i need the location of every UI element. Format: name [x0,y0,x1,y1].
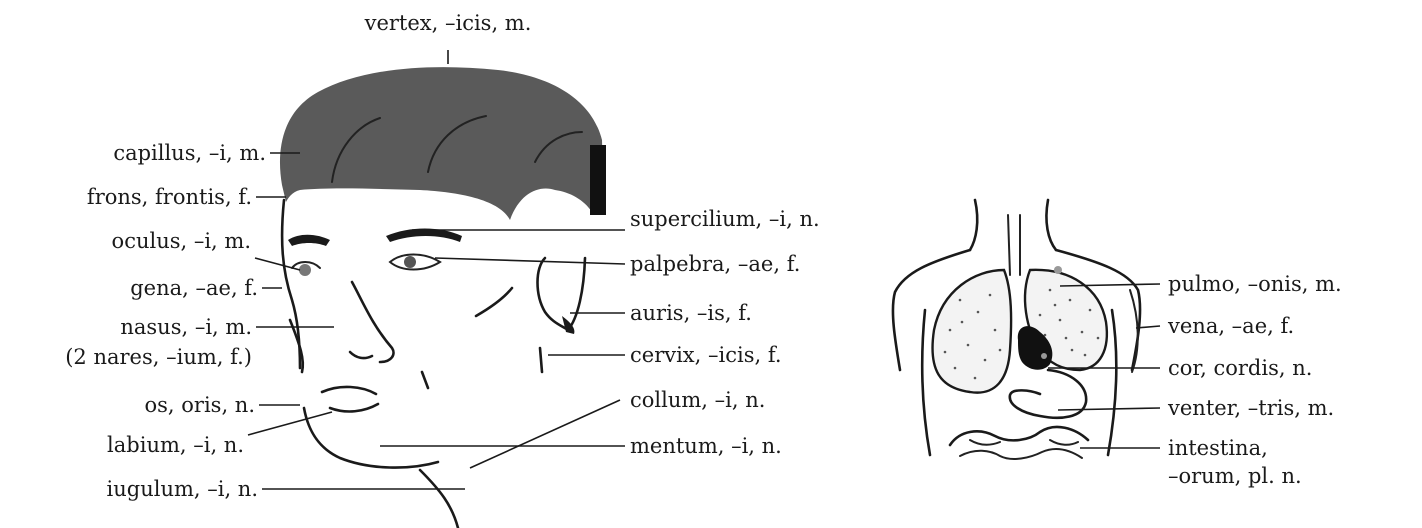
cheek-stroke [476,288,512,316]
intestine-upper [950,427,1088,445]
trachea [1008,215,1020,275]
stomach [1010,370,1086,418]
label-iugulum: iugulum, –i, n. [107,477,258,501]
hair-shape [280,67,604,220]
iris-left [299,264,311,276]
label-os: os, oris, n. [145,393,256,417]
label-collum: collum, –i, n. [630,388,765,412]
label-pulmo: pulmo, –onis, m. [1168,272,1342,296]
jaw-line [304,408,438,468]
label-vena: vena, –ae, f. [1167,314,1294,338]
nostril [350,352,372,358]
label-nares: (2 nares, –ium, f.) [65,345,252,369]
label-cor: cor, cordis, n. [1168,356,1312,380]
torso-drawing [893,200,1140,459]
label-nasus: nasus, –i, m. [120,315,252,339]
label-supercilium: supercilium, –i, n. [630,207,820,231]
label-frons: frons, frontis, f. [87,185,252,209]
intestine-coils [970,440,1078,445]
label-venter: venter, –tris, m. [1167,396,1334,420]
label-capillus: capillus, –i, m. [113,141,266,165]
torso-labels: pulmo, –onis, m. vena, –ae, f. cor, cord… [1167,272,1342,488]
nose-line [352,282,394,362]
intestine-loop [960,449,1082,459]
torso-side-left [922,310,930,455]
lung-marker [1054,266,1062,274]
eyebrow-left [288,235,330,246]
label-cervix: cervix, –icis, f. [630,343,782,367]
upper-lip [322,387,376,394]
head-drawing [280,67,606,528]
ear-back [568,258,585,330]
cheek-crease [422,372,428,388]
label-mentum: mentum, –i, n. [630,434,782,458]
torso-neck-right [1046,200,1056,250]
iris-right [404,256,416,268]
neck-back [540,348,542,372]
sideburn [590,145,606,215]
lung-left [933,270,1012,393]
lower-lip [330,404,378,411]
label-oculus: oculus, –i, m. [112,229,251,253]
label-vertex: vertex, –icis, m. [364,11,532,35]
label-palpebra: palpebra, –ae, f. [630,252,800,276]
label-auris: auris, –is, f. [630,301,752,325]
label-labium: labium, –i, n. [107,433,244,457]
label-intestina-2: –orum, pl. n. [1168,464,1302,488]
torso-neck-left [970,200,977,250]
label-intestina-1: intestina, [1168,436,1268,460]
label-gena: gena, –ae, f. [130,276,258,300]
heart-marker [1041,353,1047,359]
neck-front [420,470,458,528]
torso-side-right [1108,310,1116,455]
